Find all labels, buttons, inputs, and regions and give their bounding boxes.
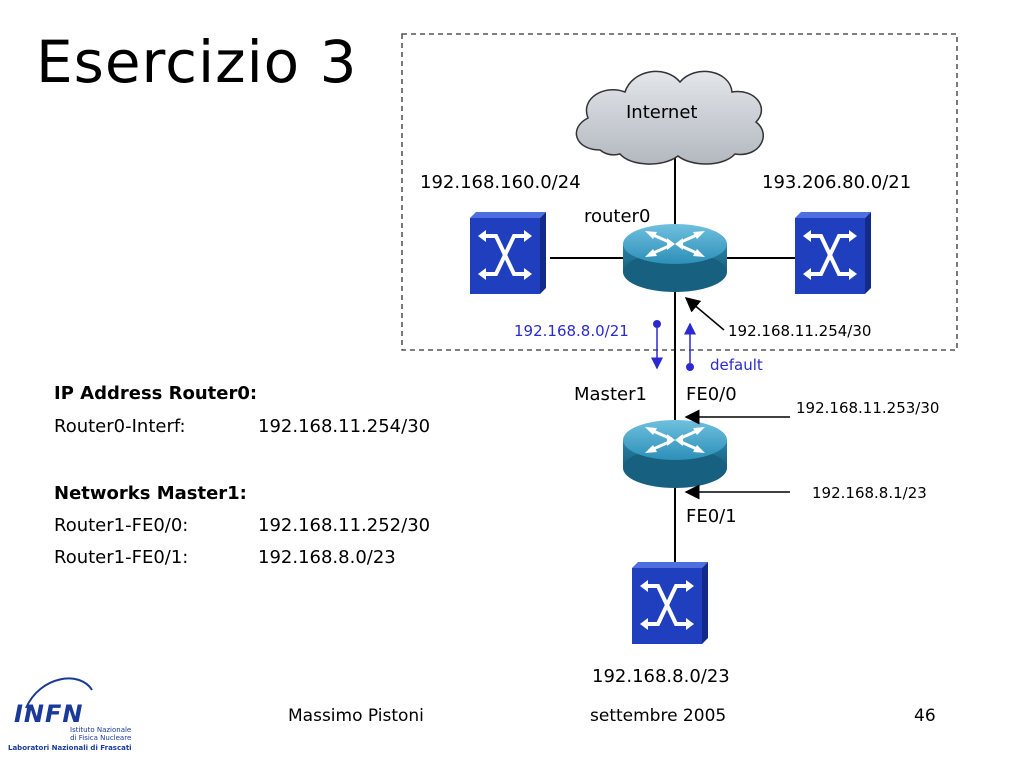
- left-network-label: 192.168.160.0/24: [420, 172, 581, 193]
- internet-cloud-icon: [575, 70, 764, 165]
- master1-row: Router1-FE0/1: 192.168.8.0/23: [54, 547, 474, 569]
- infn-logo-subtitle: Istituto Nazionale di Fisica Nucleare: [70, 726, 132, 742]
- cloud-label: Internet: [626, 102, 698, 123]
- infn-logo-arc: [25, 677, 93, 709]
- route-dot-top: [653, 320, 661, 328]
- fe01-ip-label: 192.168.8.1/23: [812, 484, 927, 502]
- row-name: Router1-FE0/1:: [54, 547, 189, 568]
- default-route-label: default: [710, 356, 763, 374]
- default-dot: [686, 363, 694, 371]
- router0-icon: [621, 222, 729, 294]
- switch-right-icon: [793, 210, 873, 296]
- infn-logo-lab: Laboratori Nazionali di Frascati: [8, 744, 132, 752]
- master1-heading: Networks Master1:: [54, 483, 247, 504]
- dashed-enclosure: [401, 33, 958, 351]
- footer-date: settembre 2005: [590, 706, 727, 726]
- switch-left-icon: [468, 210, 548, 296]
- master1-router-icon: [621, 418, 729, 490]
- footer-author: Massimo Pistoni: [288, 706, 424, 726]
- right-network-label: 193.206.80.0/21: [762, 172, 912, 193]
- router0-label: router0: [584, 206, 651, 227]
- row-value: 192.168.11.252/30: [258, 515, 431, 536]
- switch-bottom-icon: [630, 560, 710, 646]
- fe01-label: FE0/1: [686, 506, 737, 527]
- fe00-label: FE0/0: [686, 384, 737, 405]
- bottom-network-label: 192.168.8.0/23: [592, 666, 730, 687]
- slide-title: Esercizio 3: [36, 28, 358, 96]
- route-network-label: 192.168.8.0/21: [514, 322, 629, 340]
- arrow-router0-iface: [684, 297, 725, 331]
- page-number: 46: [914, 706, 936, 726]
- router0-row: Router0-Interf: 192.168.11.254/30: [54, 416, 474, 438]
- row-name: Router1-FE0/0:: [54, 515, 189, 536]
- row-value: 192.168.8.0/23: [258, 547, 396, 568]
- row-name: Router0-Interf:: [54, 416, 186, 437]
- master1-label: Master1: [574, 384, 647, 405]
- fe00-ip-label: 192.168.11.253/30: [796, 399, 940, 417]
- router0-heading: IP Address Router0:: [54, 383, 258, 404]
- row-value: 192.168.11.254/30: [258, 416, 431, 437]
- router0-interface-ip: 192.168.11.254/30: [728, 322, 872, 340]
- master1-row: Router1-FE0/0: 192.168.11.252/30: [54, 515, 474, 537]
- infn-logo: INFN: [14, 700, 84, 728]
